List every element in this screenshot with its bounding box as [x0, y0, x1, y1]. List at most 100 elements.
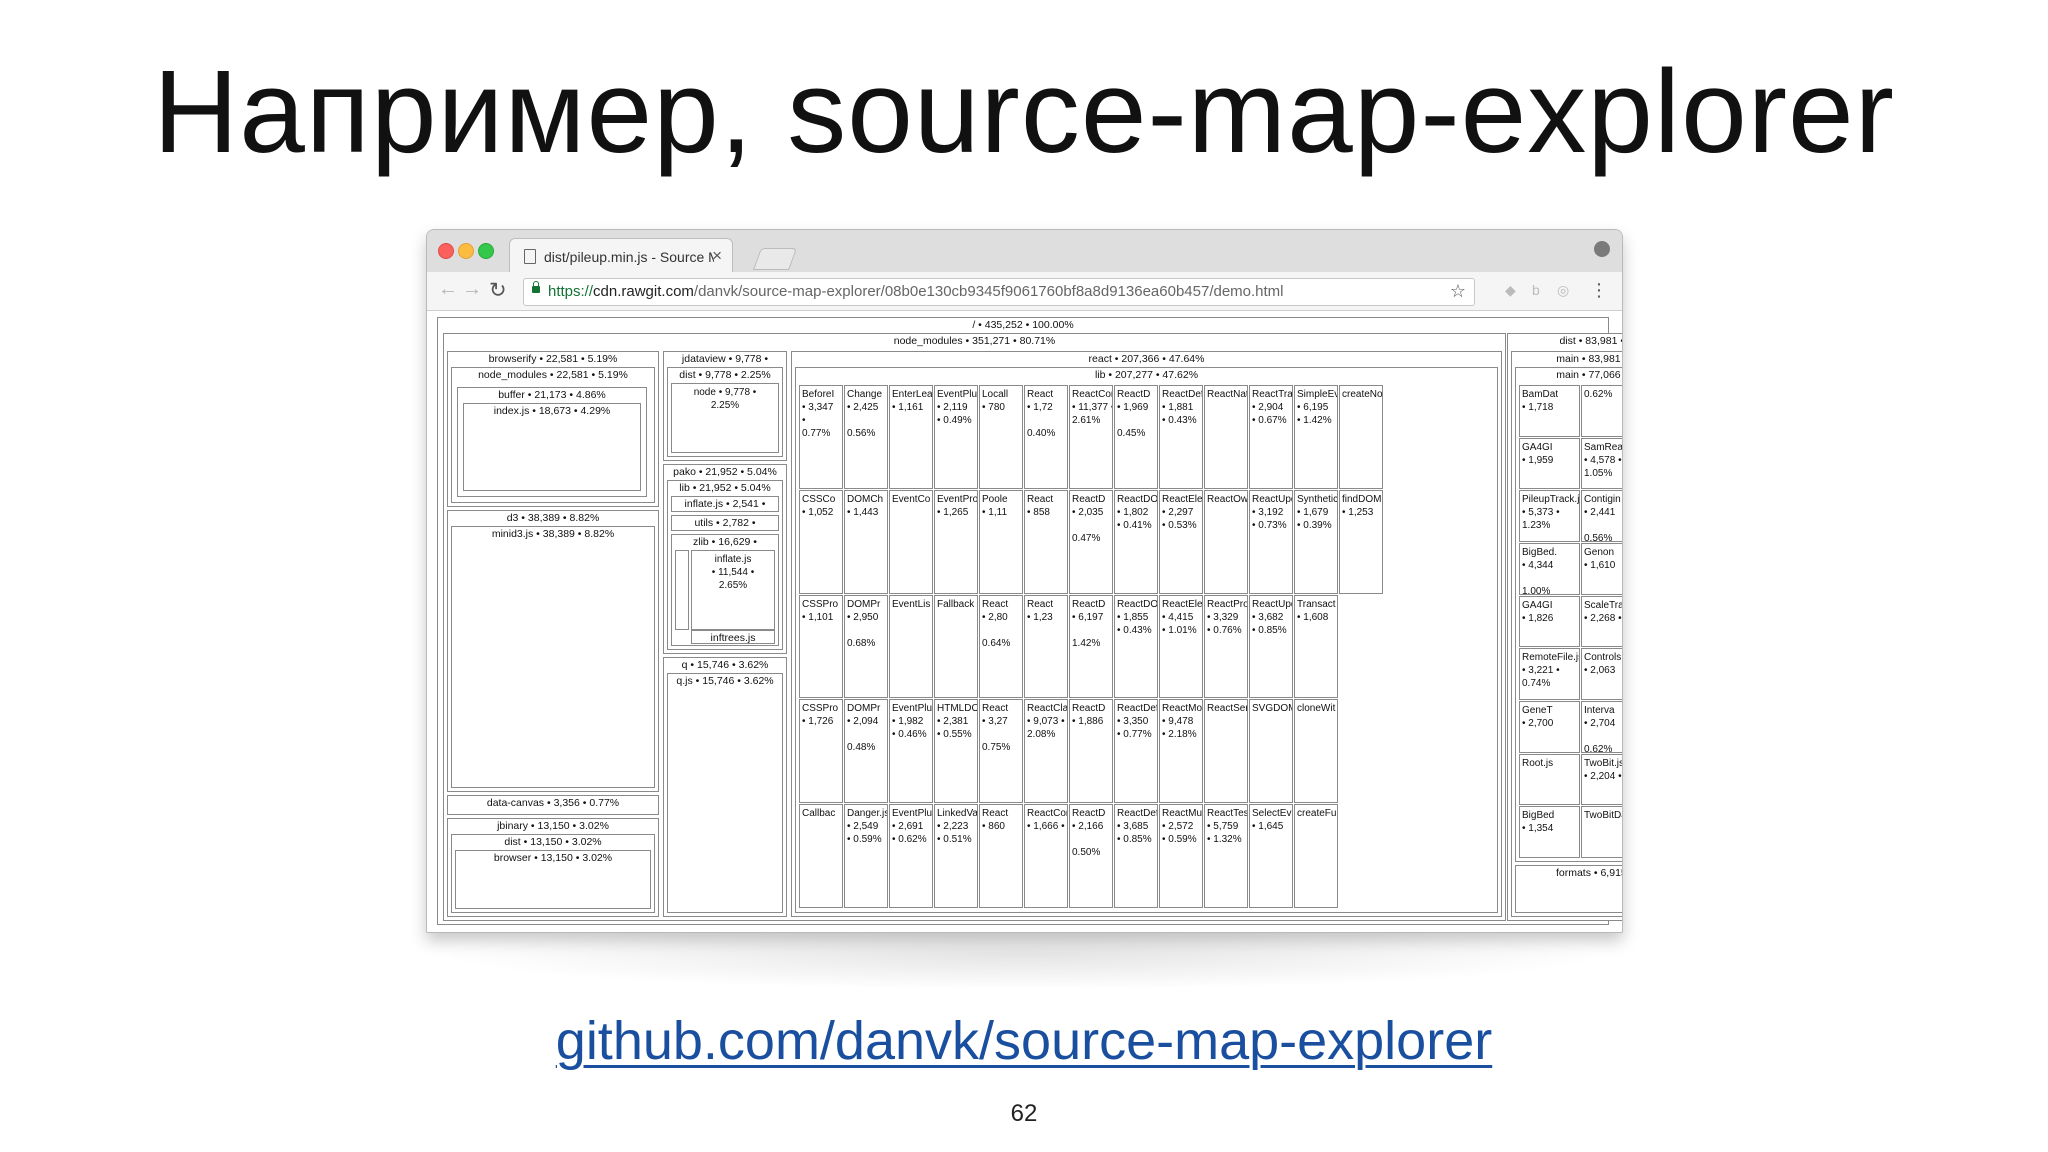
- treemap-cell[interactable]: ReactD • 2,166 0.50%: [1069, 804, 1113, 908]
- address-bar[interactable]: https://cdn.rawgit.com/danvk/source-map-…: [523, 278, 1475, 306]
- forward-icon[interactable]: →: [462, 278, 482, 300]
- treemap-cell[interactable]: Synthetic • 1,679 • 0.39%: [1294, 489, 1338, 594]
- treemap-cell[interactable]: ReactD • 6,197 1.42%: [1069, 594, 1113, 699]
- treemap-cell[interactable]: React • 858: [1024, 489, 1068, 594]
- treemap-cell[interactable]: Callbac: [799, 804, 843, 908]
- treemap-cell[interactable]: BigBed. • 4,344 1.00%: [1519, 543, 1580, 595]
- treemap-cell[interactable]: Controls • 2,063: [1581, 648, 1622, 700]
- treemap-cell[interactable]: Fallback: [934, 594, 978, 699]
- treemap-cell[interactable]: EventPlu • 2,691 • 0.62%: [889, 804, 933, 908]
- treemap-cell[interactable]: DOMPr • 2,094 0.48%: [844, 699, 888, 804]
- extension-icon[interactable]: ◆: [1505, 282, 1516, 298]
- treemap-cell[interactable]: Genon • 1,610: [1581, 543, 1622, 595]
- treemap-cell[interactable]: GA4GI • 1,826: [1519, 595, 1580, 648]
- treemap-cell[interactable]: PileupTrack.js • 5,373 • 1.23%: [1519, 490, 1580, 542]
- treemap-cell[interactable]: ReactUpd • 3,682 • 0.85%: [1249, 594, 1293, 699]
- treemap-cell[interactable]: 0.62%: [1581, 385, 1622, 437]
- treemap-cell[interactable]: ReactDOM • 1,855 • 0.43%: [1114, 594, 1158, 699]
- treemap-cell[interactable]: ReactUpd • 3,192 • 0.73%: [1249, 489, 1293, 594]
- treemap-cell[interactable]: ReactDefa • 3,685 • 0.85%: [1114, 804, 1158, 908]
- treemap-cell[interactable]: ReactD • 2,035 0.47%: [1069, 489, 1113, 594]
- treemap-cell[interactable]: SVGDOMP: [1249, 699, 1293, 804]
- treemap-cell[interactable]: GA4GI • 1,959: [1519, 437, 1580, 490]
- treemap-cell[interactable]: TwoBit.js • 2,204 •: [1581, 753, 1622, 806]
- treemap-cell[interactable]: ReactClass • 9,073 • 2.08%: [1024, 699, 1068, 804]
- treemap-inftrees[interactable]: inftrees.js: [691, 630, 775, 644]
- treemap-cell[interactable]: React • 860: [979, 804, 1023, 908]
- treemap-cell[interactable]: BeforeI • 3,347 • 0.77%: [799, 385, 843, 489]
- extension-icon[interactable]: ◎: [1557, 282, 1570, 298]
- treemap-cell[interactable]: ReactNati: [1204, 385, 1248, 489]
- treemap-cell[interactable]: SelectEve • 1,645: [1249, 804, 1293, 908]
- treemap-cell[interactable]: Change • 2,425 0.56%: [844, 385, 888, 489]
- treemap-cell[interactable]: ReactServ: [1204, 699, 1248, 804]
- profile-icon[interactable]: [1594, 241, 1610, 257]
- treemap-cell[interactable]: CSSPro • 1,726: [799, 699, 843, 804]
- treemap-cell[interactable]: EventPro • 1,265: [934, 489, 978, 594]
- tab-close-icon[interactable]: ×: [712, 246, 722, 265]
- treemap-cell[interactable]: EnterLea • 1,161: [889, 385, 933, 489]
- treemap-cell[interactable]: RemoteFile.js • 3,221 • 0.74%: [1519, 648, 1580, 700]
- treemap-cell[interactable]: LinkedVa • 2,223 • 0.51%: [934, 804, 978, 908]
- url-text[interactable]: https://cdn.rawgit.com/danvk/source-map-…: [548, 283, 1284, 300]
- maximize-window-button[interactable]: [478, 243, 494, 259]
- treemap-cell[interactable]: ReactD • 1,886: [1069, 699, 1113, 804]
- treemap-cell[interactable]: SimpleEv • 6,195 • 1.42%: [1294, 385, 1338, 489]
- treemap-inflate-js[interactable]: inflate.js • 2,541 •: [671, 496, 779, 512]
- treemap-cell[interactable]: Root.js: [1519, 753, 1580, 806]
- treemap-utils[interactable]: utils • 2,782 •: [671, 515, 779, 531]
- treemap-cell[interactable]: ReactProp • 3,329 • 0.76%: [1204, 594, 1248, 699]
- treemap-cell[interactable]: ReactEle • 4,415 • 1.01%: [1159, 594, 1203, 699]
- treemap-cell[interactable]: ReactCom • 1,666 •: [1024, 804, 1068, 908]
- back-icon[interactable]: ←: [438, 278, 458, 300]
- treemap-cell[interactable]: React • 3,27 0.75%: [979, 699, 1023, 804]
- treemap-cell[interactable]: ReactD • 1,969 0.45%: [1114, 385, 1158, 489]
- treemap-cell[interactable]: EventCo: [889, 489, 933, 594]
- treemap-cell[interactable]: ReactMou • 9,478 • 2.18%: [1159, 699, 1203, 804]
- treemap-cell[interactable]: Interva • 2,704 0.62%: [1581, 701, 1622, 753]
- treemap-cell[interactable]: EventPlu • 2,119 • 0.49%: [934, 385, 978, 489]
- treemap-cell[interactable]: React • 1,72 0.40%: [1024, 385, 1068, 489]
- close-window-button[interactable]: [438, 243, 454, 259]
- menu-icon[interactable]: ⋮: [1590, 280, 1608, 300]
- treemap-cell[interactable]: DOMCh • 1,443: [844, 489, 888, 594]
- treemap-cell[interactable]: ReactTestU • 5,759 • 1.32%: [1204, 804, 1248, 908]
- treemap-cell[interactable]: ReactDOM • 1,802 • 0.41%: [1114, 489, 1158, 594]
- treemap-cell[interactable]: ReactCom • 11,377 • 2.61%: [1069, 385, 1113, 489]
- star-icon[interactable]: ☆: [1449, 281, 1466, 301]
- treemap-data-canvas[interactable]: data-canvas • 3,356 • 0.77%: [447, 795, 659, 815]
- treemap-cell[interactable]: Contigin • 2,441 0.56%: [1581, 490, 1622, 542]
- treemap-cell[interactable]: CSSCo • 1,052: [799, 489, 843, 594]
- treemap-cell[interactable]: CSSPro • 1,101: [799, 594, 843, 699]
- treemap-cell[interactable]: Danger.js • 2,549 • 0.59%: [844, 804, 888, 908]
- treemap-cell[interactable]: ReactDefa • 3,350 • 0.77%: [1114, 699, 1158, 804]
- treemap-cell[interactable]: SamRead.js • 4,578 • 1.05%: [1581, 437, 1622, 490]
- treemap-q-js[interactable]: q.js • 15,746 • 3.62%: [667, 673, 783, 913]
- treemap-cell[interactable]: cloneWit: [1294, 699, 1338, 804]
- treemap-cell[interactable]: GeneT • 2,700: [1519, 701, 1580, 753]
- treemap-cell[interactable]: EventPlu • 1,982 • 0.46%: [889, 699, 933, 804]
- treemap-cell[interactable]: ReactTran • 2,904 • 0.67%: [1249, 385, 1293, 489]
- treemap-cell[interactable]: ReactOwn: [1204, 489, 1248, 594]
- treemap-cell[interactable]: ReactEle • 2,297 • 0.53%: [1159, 489, 1203, 594]
- extension-icon[interactable]: b: [1532, 282, 1540, 298]
- treemap-cell[interactable]: createFu: [1294, 804, 1338, 908]
- treemap-cell[interactable]: createNo: [1339, 385, 1383, 489]
- treemap-cell[interactable]: EventLis: [889, 594, 933, 699]
- treemap-cell[interactable]: React • 2,80 0.64%: [979, 594, 1023, 699]
- treemap-cell[interactable]: ReactMult • 2,572 • 0.59%: [1159, 804, 1203, 908]
- treemap-cell[interactable]: BamDat • 1,718: [1519, 385, 1580, 437]
- treemap-cell[interactable]: Transact • 1,608: [1294, 594, 1338, 699]
- treemap-jbinary-browser[interactable]: browser • 13,150 • 3.02%: [455, 850, 651, 909]
- reload-icon[interactable]: ↻: [489, 279, 507, 302]
- treemap-cell[interactable]: ScaleTrack.js • 2,268 •: [1581, 595, 1622, 648]
- treemap-cell[interactable]: BigBed • 1,354: [1519, 806, 1580, 858]
- new-tab-button[interactable]: [752, 248, 798, 270]
- treemap-cell[interactable]: DOMPr • 2,950 0.68%: [844, 594, 888, 699]
- minimize-window-button[interactable]: [458, 243, 474, 259]
- treemap-cell[interactable]: React • 1,23: [1024, 594, 1068, 699]
- treemap-cell[interactable]: HTMLDO • 2,381 • 0.55%: [934, 699, 978, 804]
- treemap-jdataview-node[interactable]: node • 9,778 • 2.25%: [671, 383, 779, 453]
- treemap-cell[interactable]: findDOM • 1,253: [1339, 489, 1383, 594]
- treemap-buffer-index[interactable]: index.js • 18,673 • 4.29%: [463, 403, 641, 491]
